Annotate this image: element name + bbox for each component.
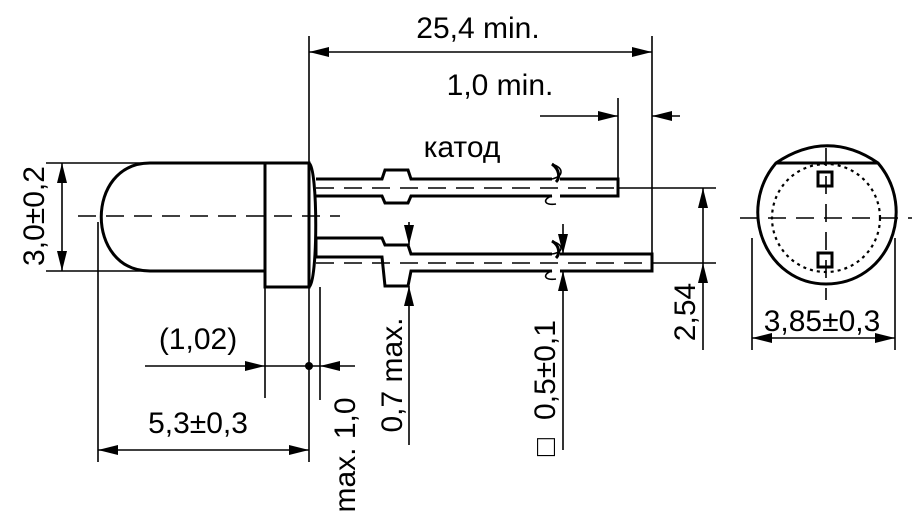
cathode-label: катод	[424, 131, 501, 164]
led-flange	[263, 161, 311, 289]
anode-lead	[314, 236, 654, 288]
dim-lead-length-label: 25,4 min.	[416, 12, 539, 45]
dim-lead-length: 25,4 min.	[308, 12, 653, 254]
reference-point	[305, 362, 313, 370]
dim-pitch: 2,54	[618, 187, 716, 350]
led-flange-back	[307, 161, 318, 289]
dim-height-label: 3,0±0,2	[18, 166, 51, 266]
dim-flange: (1,02)	[145, 287, 355, 462]
dim-lead-extension: 1,0 min.	[447, 69, 680, 179]
dim-lead-square-symbol: □	[529, 437, 562, 456]
cathode-lead	[316, 162, 620, 206]
dim-flat-width: 3,85±0,3	[751, 238, 896, 350]
led-front-view	[740, 144, 912, 300]
dim-lead-extension-label: 1,0 min.	[447, 69, 554, 102]
dim-lead-bulge: 0,7 max.	[376, 222, 414, 445]
led-dome-body	[99, 161, 265, 273]
dim-pitch-label: 2,54	[669, 283, 702, 341]
dim-flange-label: (1,02)	[159, 323, 237, 356]
led-side-view	[78, 161, 654, 289]
dim-flat-width-label: 3,85±0,3	[764, 305, 881, 338]
dim-lead-square: □ 0,5±0,1	[529, 224, 568, 456]
front-outline	[756, 144, 898, 286]
dim-body-length: 5,3±0,3	[97, 222, 309, 462]
dim-lead-bulge-label: 0,7 max.	[376, 317, 409, 432]
dim-meniscus-label: max. 1,0	[329, 397, 362, 512]
front-lead-cathode	[816, 170, 834, 188]
dim-body-length-label: 5,3±0,3	[148, 407, 248, 440]
dim-lead-square-label: 0,5±0,1	[529, 320, 562, 420]
dim-height: 3,0±0,2	[18, 162, 150, 272]
front-lead-anode	[816, 251, 834, 269]
